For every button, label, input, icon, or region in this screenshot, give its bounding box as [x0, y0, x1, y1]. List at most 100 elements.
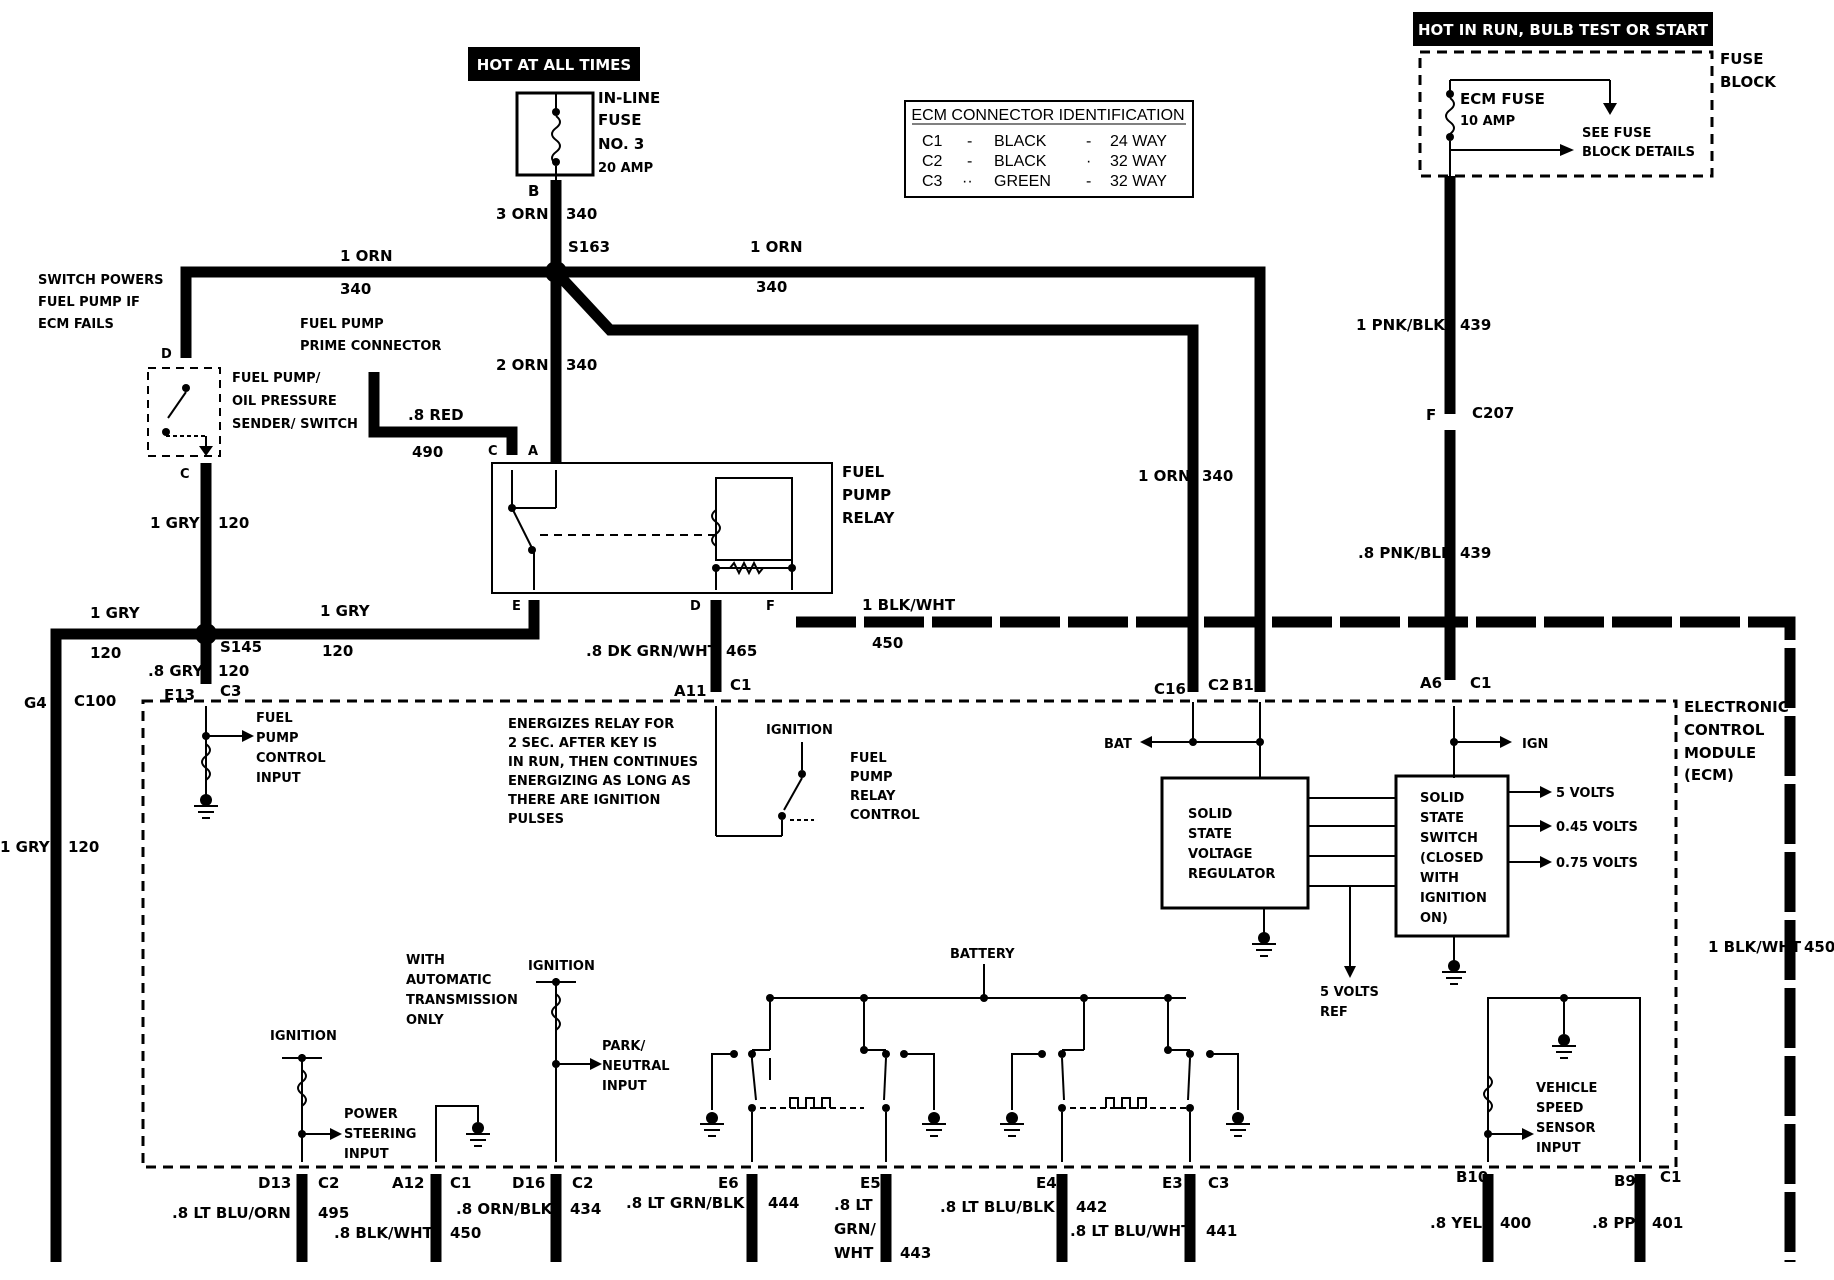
pin-label: G4: [24, 694, 47, 712]
wire-color: 1 BLK/WHT: [862, 596, 956, 614]
ecm-label: 5 VOLTS: [1556, 786, 1615, 801]
circuit-number: 450: [872, 634, 903, 652]
ecm-label: PUMP: [850, 770, 893, 785]
wire-color: .8 PPL: [1592, 1214, 1645, 1232]
connector-label: C3: [1208, 1174, 1229, 1192]
circuit-number: 120: [90, 644, 121, 662]
ecm-label: PUMP: [256, 731, 299, 746]
ecm-label: INPUT: [1536, 1141, 1581, 1156]
table-cell: C2: [922, 153, 943, 170]
wire-color: GRN/: [834, 1220, 876, 1238]
ecm-note: THERE ARE IGNITION: [508, 793, 660, 808]
ecm-label: FUEL: [256, 711, 293, 726]
ecm-label: NEUTRAL: [602, 1059, 670, 1074]
ecm-module: ELECTRONIC CONTROL MODULE (ECM) A11 C1 E…: [141, 674, 1789, 1169]
connector-label: C3: [220, 682, 241, 700]
ecm-label: SPEED: [1536, 1101, 1584, 1116]
ecm-label: BATTERY: [950, 947, 1015, 962]
ecm-label: 0.75 VOLTS: [1556, 856, 1638, 871]
circuit-number: 434: [570, 1200, 601, 1218]
ecm-note: PULSES: [508, 812, 564, 827]
ecm-label: INPUT: [256, 771, 301, 786]
inline-fuse: IN-LINE FUSE NO. 3 20 AMP B: [515, 89, 660, 200]
component-label: FUEL: [842, 463, 885, 481]
splice-s163: [545, 261, 567, 283]
ecm-note: ONLY: [406, 1013, 444, 1028]
pin-label: E13: [164, 686, 195, 704]
wire-color: 1 GRY: [320, 602, 371, 620]
pin-label: E4: [1036, 1174, 1057, 1192]
fuel-pump-prime-connector: FUEL PUMP PRIME CONNECTOR: [300, 317, 441, 354]
pin-label: E: [512, 599, 521, 614]
fuse-label: NO. 3: [598, 135, 644, 153]
ecm-label: SOLID: [1420, 791, 1465, 806]
table-cell: BLACK: [994, 153, 1047, 170]
circuit-number: 340: [756, 278, 787, 296]
pin-label: A6: [1420, 674, 1442, 692]
ecm-label: VEHICLE: [1536, 1081, 1597, 1096]
circuit-number: 465: [726, 642, 757, 660]
wire-color: 1 ORN: [750, 238, 803, 256]
circuit-number: 442: [1076, 1198, 1107, 1216]
ecm-note: ENERGIZES RELAY FOR: [508, 717, 674, 732]
ecm-label: IGNITION: [766, 723, 833, 738]
fuse-block-title: BLOCK: [1720, 73, 1777, 91]
circuit-number: 401: [1652, 1214, 1683, 1232]
ecm-title: CONTROL: [1684, 721, 1765, 739]
component-label: PRIME CONNECTOR: [300, 339, 441, 354]
ecm-note: TRANSMISSION: [406, 993, 518, 1008]
note-text: SWITCH POWERS: [38, 273, 164, 288]
pin-label: B: [528, 182, 539, 200]
driver-e5: [860, 998, 946, 1162]
connector-label: C2: [318, 1174, 339, 1192]
wire-color: 1 GRY: [150, 514, 201, 532]
driver-e4: [1000, 998, 1186, 1162]
pin-label: B9: [1614, 1172, 1636, 1190]
ecm-label: ON): [1420, 911, 1448, 926]
pin-label: C16: [1154, 680, 1186, 698]
wire-color: .8 GRY: [148, 662, 204, 680]
circuit-number: 444: [768, 1194, 799, 1212]
component-label: OIL PRESSURE: [232, 394, 337, 409]
fuse-block-title: FUSE: [1720, 50, 1763, 68]
ground-wire-blk-wht: [796, 616, 1796, 1262]
wire-color: 1 GRY: [90, 604, 141, 622]
pin-label: C: [180, 467, 190, 482]
ecm-note: IN RUN, THEN CONTINUES: [508, 755, 698, 770]
ecm-label: POWER: [344, 1107, 398, 1122]
ecm-note: WITH: [406, 953, 445, 968]
ecm-label: 5 VOLTS: [1320, 985, 1379, 1000]
wire-color: .8 LT BLU/BLK: [940, 1198, 1056, 1216]
table-cell: C1: [922, 133, 943, 150]
ecm-label: (CLOSED: [1420, 851, 1484, 866]
wire-color: 1 GRY: [0, 838, 51, 856]
pin-label: A12: [392, 1174, 424, 1192]
table-cell: BLACK: [994, 133, 1047, 150]
ecm-label: INPUT: [344, 1147, 389, 1162]
driver-e6: [700, 998, 864, 1162]
splice-label: S145: [220, 638, 262, 656]
pin-label: D16: [512, 1174, 545, 1192]
table-cell: ··: [962, 173, 973, 190]
ecm-label: SWITCH: [1420, 831, 1478, 846]
ecm-note: ENERGIZING AS LONG AS: [508, 774, 691, 789]
ecm-label: REF: [1320, 1005, 1348, 1020]
ecm-fuse-rating: 10 AMP: [1460, 114, 1515, 129]
circuit-number: 450: [1804, 938, 1834, 956]
table-title: ECM CONNECTOR IDENTIFICATION: [911, 107, 1184, 124]
hot-in-run-banner: HOT IN RUN, BULB TEST OR START: [1413, 12, 1713, 46]
connector-label: C207: [1472, 404, 1514, 422]
ecm-label: BAT: [1104, 737, 1132, 752]
table-cell: 24 WAY: [1110, 133, 1167, 150]
wire-color: .8 LT GRN/BLK: [626, 1194, 746, 1212]
circuit-number: 340: [566, 205, 597, 223]
fuel-pump-relay: C A E D F FUEL PUMP RELAY: [488, 444, 896, 614]
circuit-number: 443: [900, 1244, 931, 1262]
bottom-wires: [296, 1174, 1646, 1262]
ecm-label: IGNITION: [270, 1029, 337, 1044]
connector-label: C1: [1660, 1168, 1681, 1186]
ecm-note: 2 SEC. AFTER KEY IS: [508, 736, 657, 751]
ecm-title: MODULE: [1684, 744, 1756, 762]
table-cell: -: [1086, 173, 1091, 190]
